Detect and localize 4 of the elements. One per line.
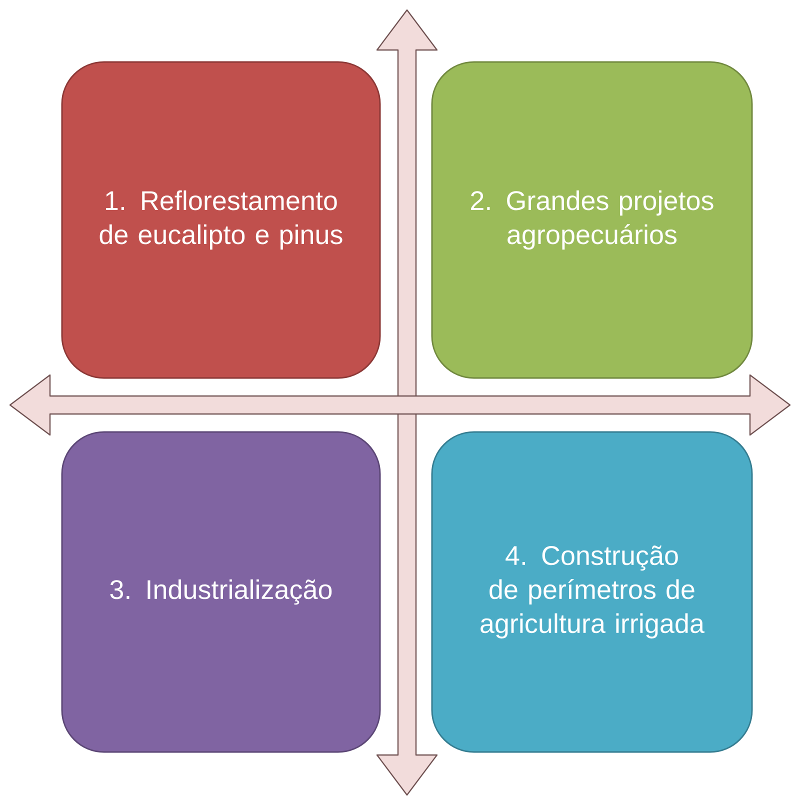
rounded-box: 3. Industrialização bbox=[61, 431, 381, 753]
rounded-box: 4. Construção de perímetros de agricultura irrigada bbox=[431, 431, 753, 753]
rounded-box: 1. Reflorestamento de eucalipto e pinus bbox=[61, 61, 381, 379]
rounded-box: 2. Grandes projetos agropecuários bbox=[431, 61, 753, 379]
